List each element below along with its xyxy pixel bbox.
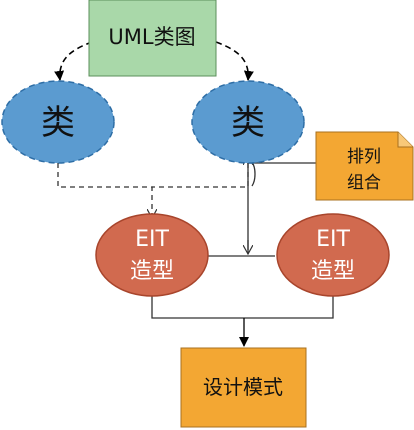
eit-right-line1: EIT (316, 227, 350, 252)
permutation-combination-line1: 排列 (347, 147, 381, 167)
connectors (54, 41, 334, 347)
eit-modeling-node-left: EIT 造型 (95, 213, 209, 297)
class-node-right: 类 (191, 80, 305, 164)
eit-left-line1: EIT (135, 227, 169, 252)
eit-modeling-node-right: EIT 造型 (276, 213, 390, 297)
class-node-left-label: 类 (41, 103, 75, 143)
design-pattern-node: 设计模式 (180, 347, 307, 428)
class-node-right-label: 类 (231, 103, 265, 143)
permutation-combination-line2: 组合 (347, 173, 381, 193)
uml-class-diagram-node: UML类图 (88, 0, 217, 77)
uml-class-diagram-label: UML类图 (108, 25, 195, 49)
class-node-left: 类 (1, 80, 115, 164)
eit-left-line2: 造型 (130, 259, 174, 284)
class-right-bracket (251, 161, 256, 187)
design-pattern-label: 设计模式 (203, 375, 283, 399)
eit-left-down-line (151, 288, 334, 319)
permutation-combination-note: 排列 组合 (315, 131, 414, 201)
eit-right-line2: 造型 (311, 259, 355, 284)
uml-to-class-left-arrow (54, 41, 93, 81)
uml-to-class-right-arrow (215, 41, 254, 81)
class-left-to-eit-dashed-arrow (57, 163, 152, 218)
class-right-to-junction-dashed-line (152, 163, 249, 188)
